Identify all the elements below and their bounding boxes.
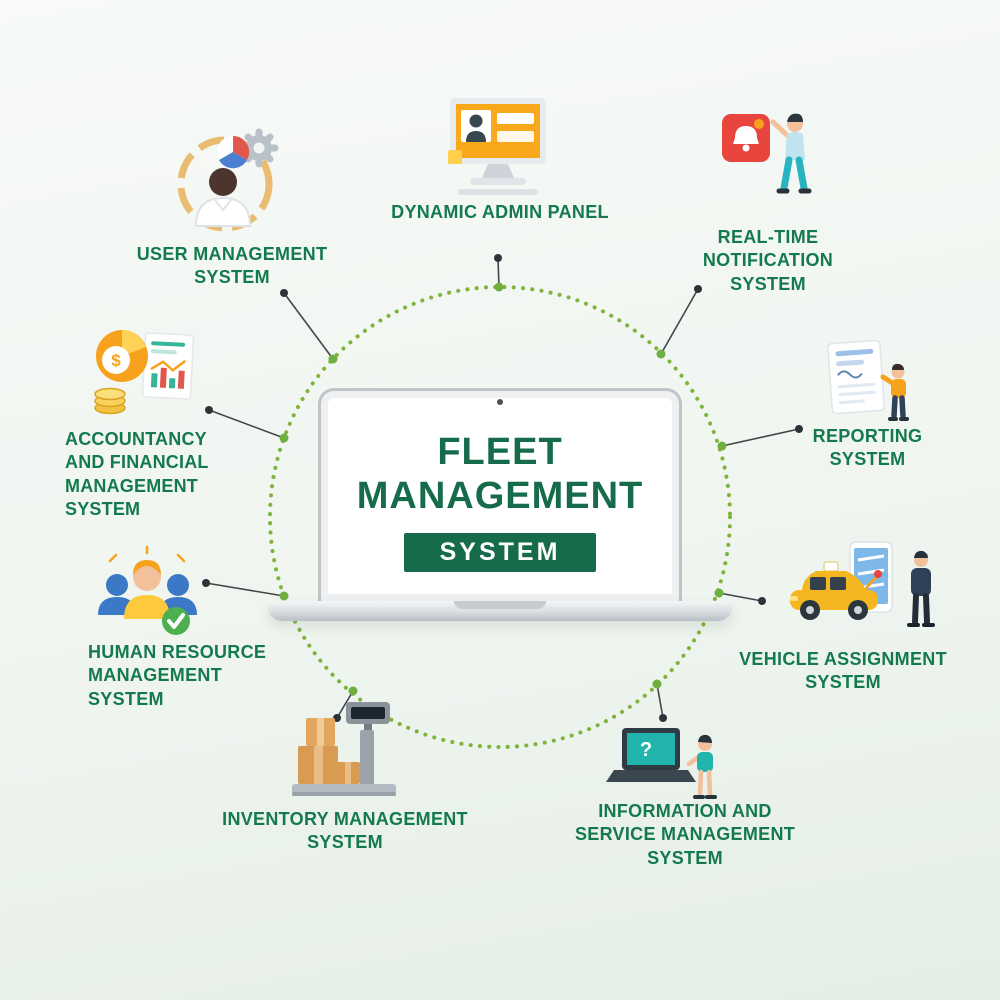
pie-dollar: $: [96, 330, 148, 382]
check-badge-icon: [162, 607, 190, 635]
user-gear-pie-icon: [163, 118, 293, 248]
coins-pie-chart-document-icon: $: [88, 320, 203, 420]
node-label-dynamic-admin-panel: DYNAMIC ADMIN PANEL: [391, 202, 609, 222]
node-label-human-resource: HUMAN RESOURCE MANAGEMENT SYSTEM: [88, 642, 267, 709]
person-figure: [880, 363, 909, 421]
scale: [292, 702, 396, 796]
map-pin-icon: [874, 570, 882, 578]
node-label-information-service: INFORMATION AND SERVICE MANAGEMENT SYSTE…: [574, 801, 796, 868]
connector-inventory: [336, 690, 354, 719]
notification-bell-person-icon: [720, 100, 832, 212]
center-title-line2: MANAGEMENT: [356, 474, 644, 517]
laptop-support-person-icon: ?: [606, 722, 726, 807]
node-label-inventory-management: INVENTORY MANAGEMENT SYSTEM: [222, 809, 468, 853]
admin-dashboard-monitor-icon: [438, 94, 558, 199]
laptop-icon: ?: [606, 728, 696, 782]
coin-stack: [94, 387, 126, 415]
people-team-check-icon: [90, 545, 205, 640]
warehouse-scale-boxes-icon: [288, 700, 403, 800]
laptop-notch: [454, 601, 546, 609]
center-title: FLEET MANAGEMENT: [321, 431, 679, 518]
person-figure: [686, 734, 717, 799]
center-title-line1: FLEET: [437, 431, 563, 473]
connector-green-dots: [279, 282, 727, 696]
report-document-person-icon: [824, 336, 914, 431]
node-label-user-management: USER MANAGEMENT SYSTEM: [136, 244, 328, 288]
question-mark: ?: [640, 739, 652, 761]
node-label-vehicle-assignment: VEHICLE ASSIGNMENT SYSTEM: [739, 649, 947, 693]
taxi: [790, 561, 878, 620]
laptop-camera-dot: [497, 399, 503, 405]
connector-human-resource: [205, 582, 285, 597]
laptop-screen: FLEET MANAGEMENT SYSTEM: [318, 388, 682, 601]
connector-notification: [660, 288, 699, 355]
person-figure: [770, 113, 812, 194]
person-figure: [194, 168, 252, 227]
person-center: [124, 560, 170, 619]
laptop-base: [268, 601, 732, 621]
bell-icon: [733, 119, 764, 152]
node-label-real-time-notification: REAL-TIME NOTIFICATION SYSTEM: [702, 227, 834, 294]
avatar: [469, 114, 483, 128]
boxes: [298, 718, 360, 784]
center-banner: SYSTEM: [403, 533, 597, 573]
dotted-circle: [268, 285, 732, 749]
document: [827, 339, 885, 415]
connector-dynamic-admin: [497, 257, 500, 288]
node-label-accountancy-financial: ACCOUNTANCY AND FINANCIAL MANAGEMENT SYS…: [65, 429, 209, 520]
connector-reporting: [721, 428, 800, 447]
node-label-reporting: REPORTING SYSTEM: [812, 426, 923, 470]
finance-document: [141, 332, 195, 400]
connector-lines: [205, 257, 800, 719]
taxi-map-phone-icon: [788, 540, 938, 635]
sparkles: [108, 545, 186, 563]
pie-chart-icon: [217, 135, 250, 169]
map-phone: [849, 541, 893, 613]
businessman-figure: [907, 550, 935, 627]
dollar-sign: $: [111, 351, 121, 370]
connector-information: [656, 683, 664, 719]
connector-accountancy: [208, 409, 285, 439]
connector-user-management: [283, 292, 334, 360]
connector-vehicle: [718, 592, 763, 602]
connector-dark-dots: [202, 254, 803, 722]
